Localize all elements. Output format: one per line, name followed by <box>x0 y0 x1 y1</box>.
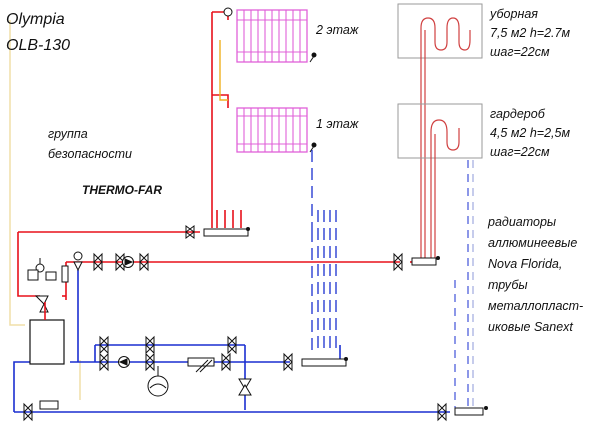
floor-2-label: 2 этаж <box>315 23 360 37</box>
safety-group-line2: безопасности <box>48 147 132 161</box>
floor-loop-wardrobe <box>430 119 460 260</box>
room-toilet-step: шаг=22см <box>490 45 550 59</box>
room-box-wardrobe <box>397 103 483 260</box>
radiator-2nd-floor <box>236 9 308 63</box>
note-line-5: металлопласт- <box>488 299 583 313</box>
note-line-2: аллюминеевые <box>488 236 577 250</box>
mixing-valve <box>187 357 215 373</box>
pump-return <box>118 356 130 368</box>
room-wardrobe-name: гардероб <box>490 107 546 121</box>
outline-boundary <box>9 20 81 400</box>
thermo-far-label: THERMO-FAR <box>82 183 162 197</box>
note-line-4: трубы <box>488 278 528 292</box>
room-box-toilet <box>397 3 483 260</box>
room-wardrobe-step: шаг=22см <box>490 145 550 159</box>
boiler-unit <box>29 319 65 365</box>
manifold-bottom-right <box>454 407 484 416</box>
room-toilet-size: 7,5 м2 h=2.7м <box>490 26 570 40</box>
floor-1-label: 1 этаж <box>316 117 360 131</box>
note-line-1: радиаторы <box>487 215 556 229</box>
room-toilet-name: уборная <box>489 7 538 21</box>
manifold-top <box>203 228 249 237</box>
return-pipes <box>13 270 450 413</box>
floor-loop-toilet <box>420 17 471 260</box>
radiator-1st-floor <box>236 107 308 153</box>
boiler-brand: Olympia <box>6 11 65 28</box>
manifold-bottom <box>301 358 347 367</box>
safety-group-symbol <box>27 258 57 281</box>
supply-pipes <box>17 11 421 300</box>
valves <box>23 225 447 422</box>
pump-supply <box>122 256 134 268</box>
note-line-3: Nova Florida, <box>488 257 562 271</box>
safety-group-line1: группа <box>48 127 88 141</box>
expansion-tank <box>147 366 169 397</box>
room-wardrobe-size: 4,5 м2 h=2,5м <box>490 126 570 140</box>
note-line-6: иковые Sanext <box>488 320 573 334</box>
manifold-right <box>411 257 437 266</box>
boiler-model: OLB-130 <box>6 37 70 54</box>
